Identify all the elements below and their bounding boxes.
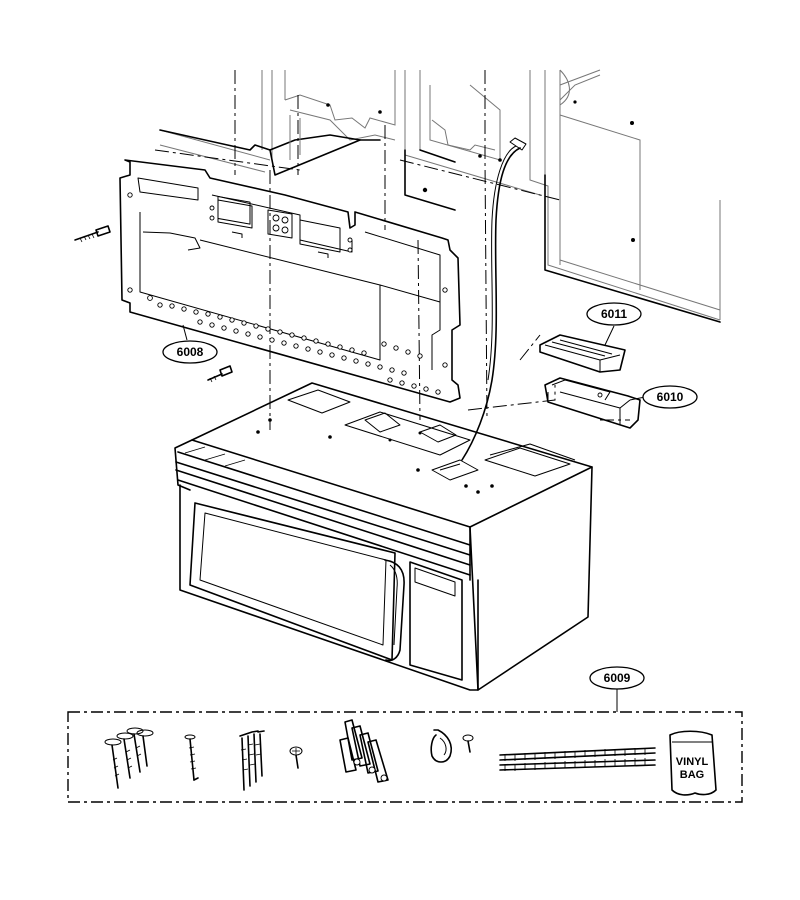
wall-screw-upper <box>74 225 111 243</box>
callout-6011-label: 6011 <box>601 307 627 321</box>
kit-small-screw <box>289 746 303 769</box>
wall-screw-lower <box>207 365 233 383</box>
callout-6008-label: 6008 <box>177 345 204 359</box>
power-cord <box>461 137 527 461</box>
vinyl-bag-label-line1: VINYL <box>676 756 709 768</box>
damper-cover <box>539 334 626 373</box>
plate-hole-rows <box>157 302 441 395</box>
callout-6008: 6008 <box>162 340 218 364</box>
exhaust-adapter <box>544 377 641 429</box>
kit-toggle-bolts <box>184 734 199 781</box>
callout-6009: 6009 <box>589 666 645 690</box>
leader-damper-cover <box>604 325 615 346</box>
callout-6010: 6010 <box>642 385 698 409</box>
hardware-kit-frame <box>67 711 743 803</box>
kit-washer-screws <box>104 727 154 789</box>
callout-6009-label: 6009 <box>604 671 631 685</box>
kit-toggle-wings <box>339 719 389 783</box>
alignment-lines <box>154 70 630 430</box>
callout-6010-label: 6010 <box>657 390 684 404</box>
leader-mounting-plate <box>182 324 188 341</box>
kit-wood-screws <box>239 730 265 791</box>
mounting-plate <box>119 159 461 403</box>
vinyl-bag: VINYL BAG <box>669 730 717 796</box>
wall-cabinets <box>159 69 721 323</box>
kit-spring-strips <box>499 747 656 771</box>
vinyl-bag-label-line2: BAG <box>680 769 704 781</box>
callout-6011: 6011 <box>586 302 642 326</box>
kit-cable-clamp <box>430 729 474 763</box>
microwave-oven <box>174 382 593 691</box>
